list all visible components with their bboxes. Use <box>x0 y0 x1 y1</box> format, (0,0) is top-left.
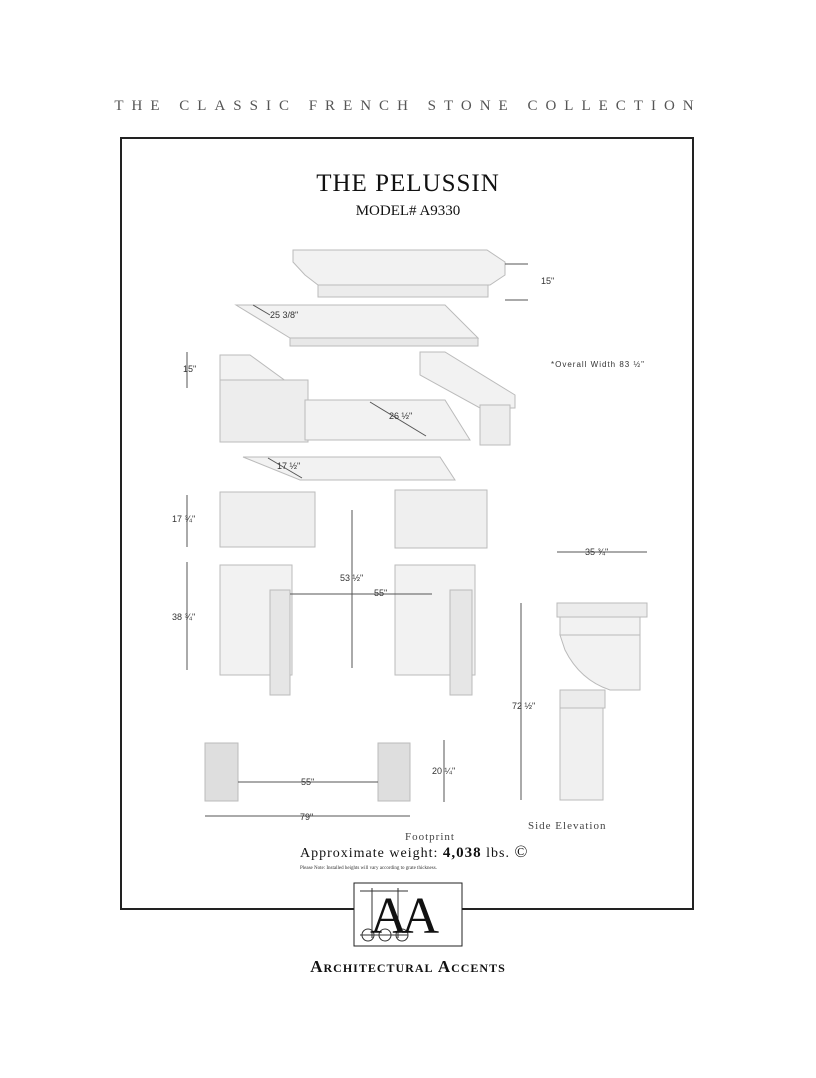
dim-footprint-outer: 79" <box>300 812 314 822</box>
footprint-caption: Footprint <box>405 831 455 843</box>
dim-shelf-depth: 25 3/8" <box>270 310 299 320</box>
copyright-icon: © <box>514 842 529 861</box>
side-elevation-caption: Side Elevation <box>528 820 607 832</box>
dim-firebox-depth: 26 ½" <box>389 411 413 421</box>
weight-value: 4,038 <box>442 845 482 861</box>
dim-footprint-inner: 55" <box>301 777 315 787</box>
dim-top-cap-height: 15" <box>541 276 555 286</box>
dim-jamb-height: 38 ¾" <box>172 612 196 622</box>
installation-note: Please Note: Installed heights will vary… <box>300 866 437 871</box>
brand-name: Architectural Accents <box>310 957 506 976</box>
dim-lintel-depth: 17 ½" <box>277 461 301 471</box>
brand-logo: AA <box>354 883 462 946</box>
approximate-weight: Approximate weight: 4,038 lbs. © <box>300 842 528 862</box>
dim-footprint-depth: 20 ¼" <box>432 766 456 776</box>
product-name: THE PELUSSIN <box>316 170 500 197</box>
weight-unit: lbs. <box>486 846 510 861</box>
dim-opening-height: 53 ½" <box>340 573 364 583</box>
dim-opening-width: 55" <box>374 588 388 598</box>
model-number: MODEL# A9330 <box>355 203 461 219</box>
dim-side-width: 35 ¾" <box>585 547 609 557</box>
dim-cornice-height: 15" <box>183 364 197 374</box>
collection-title: THE CLASSIC FRENCH STONE COLLECTION <box>114 98 702 114</box>
logo-letters: AA <box>370 888 439 945</box>
weight-label: Approximate weight: <box>300 846 439 861</box>
dim-frieze-height: 17 ¾" <box>172 514 196 524</box>
dim-side-height: 72 ½" <box>512 701 536 711</box>
overall-width-note: *Overall Width 83 ½" <box>551 360 645 369</box>
